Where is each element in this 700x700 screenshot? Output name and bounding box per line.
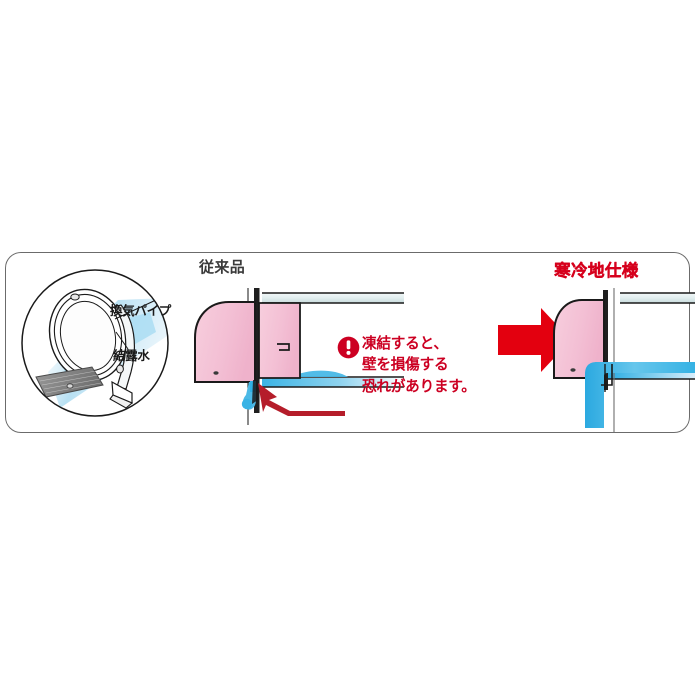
title-cold-region: 寒冷地仕様: [554, 261, 639, 280]
title-conventional: 従来品: [199, 258, 246, 276]
warning-line-1: 凍結すると、: [362, 335, 448, 352]
callout-condensation-water: 結露水: [113, 348, 150, 363]
exclamation-circle-icon: [337, 336, 360, 359]
warning-line-2: 壁を損傷する: [362, 356, 449, 374]
callout-vent-pipe: 換気パイプ: [110, 303, 172, 318]
warning-line-3: 恐れがあります。: [362, 377, 476, 395]
warning-text: 凍結すると、 壁を損傷する 恐れがあります。: [362, 333, 476, 397]
